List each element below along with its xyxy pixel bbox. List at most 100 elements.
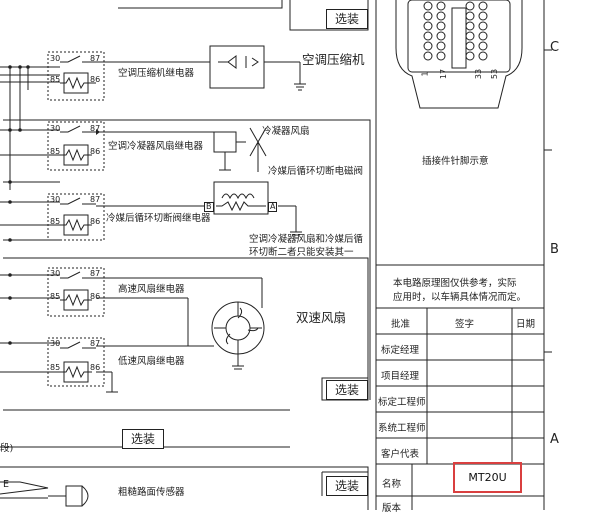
option-tag-fan: 选装 bbox=[326, 380, 368, 400]
relay-name: 空调压缩机继电器 bbox=[118, 68, 195, 79]
pin-86-label: 86 bbox=[90, 147, 101, 156]
connector-pin bbox=[423, 1, 433, 11]
connector-pin-label: 33 bbox=[474, 68, 484, 80]
connector-pin bbox=[465, 51, 475, 61]
connector-pin bbox=[478, 1, 488, 11]
junction-dot bbox=[8, 180, 12, 184]
cut-off-e: E bbox=[3, 479, 10, 490]
compressor-label: 空调压缩机 bbox=[302, 52, 365, 67]
connector-pin bbox=[423, 41, 433, 51]
header-signature: 签字 bbox=[455, 319, 475, 330]
pin-85-label: 85 bbox=[50, 292, 61, 301]
relay-name: 冷媒后循环切断阀继电器 bbox=[106, 213, 211, 224]
junction-dot bbox=[8, 65, 12, 69]
connector-pin bbox=[436, 41, 446, 51]
valve-pin-b: B bbox=[204, 202, 214, 212]
junction-dot bbox=[8, 341, 12, 345]
disclaimer-line-1: 本电路原理图仅供参考，实际 bbox=[393, 278, 517, 289]
pin-86-label: 86 bbox=[90, 292, 101, 301]
option-tag-mid: 选装 bbox=[122, 429, 164, 449]
disclaimer-line-2: 应用时，以车辆具体情况而定。 bbox=[393, 292, 527, 303]
connector-pin bbox=[436, 1, 446, 11]
connector-pin bbox=[478, 51, 488, 61]
pin-30-label: 30 bbox=[50, 54, 61, 63]
header-date: 日期 bbox=[516, 319, 536, 330]
zone-letter-b: B bbox=[550, 242, 559, 257]
connector-pin bbox=[465, 31, 475, 41]
version-label: 版本 bbox=[382, 503, 402, 514]
zone-letter-a: A bbox=[550, 432, 559, 447]
relay-name: 空调冷凝器风扇继电器 bbox=[108, 141, 204, 152]
pin-87-label: 87 bbox=[90, 195, 101, 204]
connector-pin-label: 53 bbox=[490, 68, 500, 80]
connector-pin bbox=[436, 51, 446, 61]
connector-pin bbox=[478, 31, 488, 41]
pin-85-label: 85 bbox=[50, 217, 61, 226]
pin-87-label: 87 bbox=[90, 54, 101, 63]
junction-dot bbox=[8, 296, 12, 300]
name-label: 名称 bbox=[382, 479, 402, 490]
pin-86-label: 86 bbox=[90, 75, 101, 84]
relay-coil bbox=[60, 365, 92, 379]
row-label: 系统工程师 bbox=[378, 423, 426, 434]
connector-pin-label: 1 bbox=[420, 71, 430, 77]
relay-name: 高速风扇继电器 bbox=[118, 284, 185, 295]
pin-86-label: 86 bbox=[90, 217, 101, 226]
junction-dot bbox=[18, 65, 22, 69]
relay-coil bbox=[60, 148, 92, 162]
pin-30-label: 30 bbox=[50, 195, 61, 204]
pin-85-label: 85 bbox=[50, 75, 61, 84]
connector-caption: 插接件针脚示意 bbox=[422, 156, 489, 167]
condenser-fan-label: 冷凝器风扇 bbox=[262, 126, 310, 137]
connector-pin bbox=[423, 31, 433, 41]
two-speed-fan-label: 双速风扇 bbox=[296, 310, 347, 325]
row-label: 项目经理 bbox=[381, 371, 420, 382]
pin-87-label: 87 bbox=[90, 339, 101, 348]
pin-85-label: 85 bbox=[50, 147, 61, 156]
relay-coil bbox=[60, 76, 92, 90]
pin-30-label: 30 bbox=[50, 124, 61, 133]
connector-pin bbox=[478, 21, 488, 31]
pin-30-label: 30 bbox=[50, 269, 61, 278]
junction-dot bbox=[18, 128, 22, 132]
zone-letter-c: C bbox=[550, 40, 560, 55]
cut-off-text: 段) bbox=[0, 443, 14, 454]
row-label: 标定经理 bbox=[381, 345, 420, 356]
pin-87-label: 87 bbox=[90, 124, 101, 133]
option-tag-bottom: 选装 bbox=[326, 476, 368, 496]
row-label: 标定工程师 bbox=[378, 397, 426, 408]
junction-dot bbox=[8, 200, 12, 204]
connector-pin bbox=[423, 21, 433, 31]
connector-pin bbox=[423, 51, 433, 61]
connector-pin bbox=[478, 41, 488, 51]
junction-dot bbox=[8, 238, 12, 242]
install-note-line-2: 环切断二者只能安装其一 bbox=[249, 247, 354, 258]
connector-pin bbox=[465, 41, 475, 51]
relay-coil bbox=[60, 293, 92, 307]
connector-pin-label: 17 bbox=[439, 68, 449, 80]
valve-pin-a: A bbox=[268, 202, 278, 212]
pin-86-label: 86 bbox=[90, 363, 101, 372]
model-name-value: MT20U bbox=[453, 462, 522, 493]
junction-dot bbox=[26, 65, 30, 69]
option-tag-top: 选装 bbox=[326, 9, 368, 29]
connector-pin bbox=[436, 21, 446, 31]
pin-85-label: 85 bbox=[50, 363, 61, 372]
junction-dot bbox=[8, 128, 12, 132]
connector-pin bbox=[478, 11, 488, 21]
relay-coil bbox=[60, 218, 92, 232]
rough-road-sensor-label: 粗糙路面传感器 bbox=[118, 487, 185, 498]
cutoff-valve-label: 冷媒后循环切断电磁阀 bbox=[268, 166, 364, 177]
connector-pin bbox=[436, 11, 446, 21]
connector-pin bbox=[465, 11, 475, 21]
pin-30-label: 30 bbox=[50, 339, 61, 348]
pin-87-label: 87 bbox=[90, 269, 101, 278]
connector-pin bbox=[423, 11, 433, 21]
row-label: 客户代表 bbox=[381, 449, 420, 460]
connector-pin bbox=[465, 21, 475, 31]
junction-dot bbox=[8, 273, 12, 277]
header-approve: 批准 bbox=[391, 319, 411, 330]
install-note-line-1: 空调冷凝器风扇和冷媒后循 bbox=[249, 234, 364, 245]
